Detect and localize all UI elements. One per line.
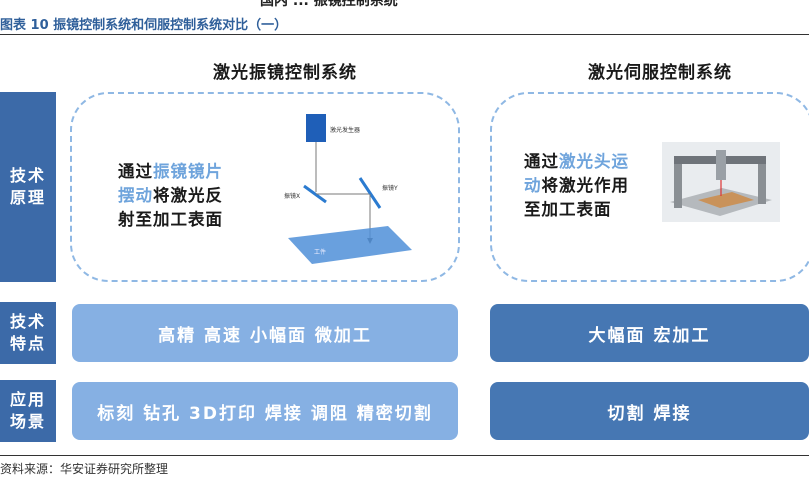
right-applications-pill: 切割 焊接 xyxy=(490,382,809,440)
left-principle-l1-highlight: 振镜镜片 xyxy=(153,162,223,181)
mirror-y-icon xyxy=(358,177,382,209)
right-principle-l2b: 将激光作用 xyxy=(541,175,629,195)
right-features-pill: 大幅面 宏加工 xyxy=(490,304,809,362)
left-applications-pill: 标刻 钻孔 3D打印 焊接 调阻 精密切割 xyxy=(72,382,458,440)
source-note: 资料来源：华安证券研究所整理 xyxy=(0,462,169,476)
workpiece-icon xyxy=(288,226,412,264)
top-rule xyxy=(0,34,809,35)
row-label-features: 技术 特点 xyxy=(0,302,56,364)
figure-caption: 图表 10 振镜控制系统和伺服控制系统对比（一） xyxy=(0,18,288,33)
diagram-label-mirror-x: 振镜X xyxy=(284,192,300,200)
left-features-pill: 高精 高速 小幅面 微加工 xyxy=(72,304,458,362)
diagram-label-laser: 激光发生器 xyxy=(330,126,360,134)
right-principle-l1a: 通过 xyxy=(524,152,559,171)
top-heading-fragment: 国内 ... 振镜控制系统 xyxy=(260,0,398,9)
row-label-principle-text: 技术 原理 xyxy=(9,165,46,207)
left-principle-l2-highlight: 摆动 xyxy=(118,185,153,205)
right-principle-l1-highlight: 激光头运 xyxy=(559,152,629,171)
left-principle-l3: 射至加工表面 xyxy=(118,209,223,229)
bottom-rule xyxy=(0,455,809,456)
row-label-principle: 技术 原理 xyxy=(0,92,56,282)
mirror-x-icon xyxy=(303,184,327,204)
left-column-title: 激光振镜控制系统 xyxy=(213,63,357,83)
galvo-diagram: 激光发生器 振镜X 振镜Y 工件 xyxy=(284,114,412,264)
left-principle-text: 通过振镜镜片 摆动将激光反 射至加工表面 xyxy=(118,160,223,232)
row-label-features-text: 技术 特点 xyxy=(9,311,46,353)
right-principle-l2-highlight: 动 xyxy=(524,175,542,195)
right-principle-l3: 至加工表面 xyxy=(524,199,612,219)
right-principle-text: 通过激光头运 动将激光作用 至加工表面 xyxy=(524,150,629,222)
diagram-label-workpiece: 工件 xyxy=(314,248,326,256)
left-principle-l2b: 将激光反 xyxy=(153,185,223,205)
servo-gantry-image xyxy=(662,142,780,222)
left-principle-l1a: 通过 xyxy=(118,162,153,181)
row-label-applications-text: 应用 场景 xyxy=(9,389,46,431)
row-label-applications: 应用 场景 xyxy=(0,380,56,442)
diagram-label-mirror-y: 振镜Y xyxy=(382,184,398,192)
laser-generator-icon xyxy=(306,114,326,142)
right-column-title: 激光伺服控制系统 xyxy=(588,63,732,83)
